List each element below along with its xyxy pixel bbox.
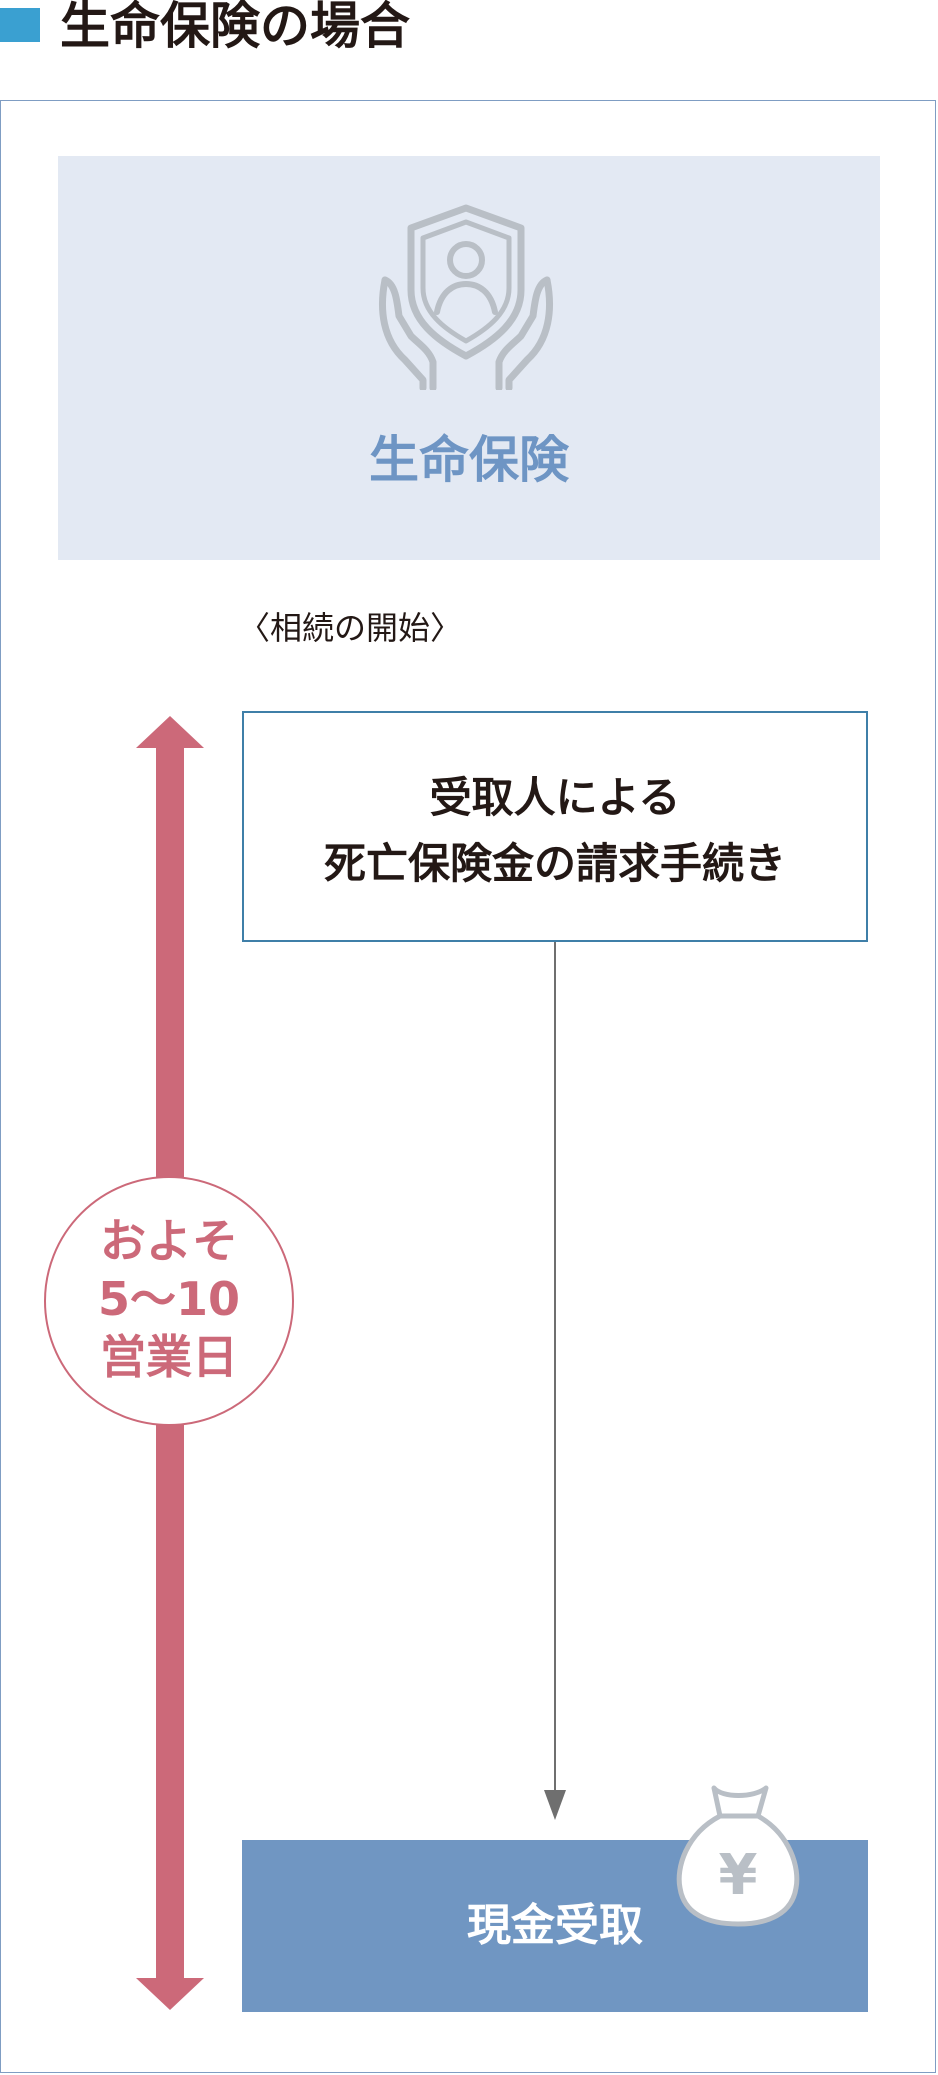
flow-down-arrow <box>544 942 566 1820</box>
period-line3: 営業日 <box>100 1330 238 1384</box>
shield-person-hands-icon <box>379 204 553 390</box>
period-line2: 5〜10 <box>97 1272 241 1326</box>
page-heading: 生命保険の場合 <box>0 0 938 60</box>
cash-receipt-label: 現金受取 <box>467 1900 643 1951</box>
page-title: 生命保険の場合 <box>60 0 410 55</box>
inheritance-start-label: 〈相続の開始〉 <box>238 609 463 647</box>
money-bag-yen-icon: ¥ <box>676 1785 800 1927</box>
claim-procedure-line2: 死亡保険金の請求手続き <box>323 839 786 888</box>
heading-marker <box>0 8 40 42</box>
diagram-frame <box>0 100 936 2073</box>
life-insurance-label: 生命保険 <box>369 431 569 489</box>
yen-symbol: ¥ <box>719 1843 758 1908</box>
period-line1: およそ <box>100 1214 238 1268</box>
claim-procedure-text: 受取人による 死亡保険金の請求手続き <box>242 765 868 897</box>
period-badge-text: およそ 5〜10 営業日 <box>44 1212 294 1386</box>
period-badge <box>44 1176 294 1426</box>
claim-procedure-box <box>242 711 868 942</box>
claim-procedure-line1: 受取人による <box>429 773 681 822</box>
